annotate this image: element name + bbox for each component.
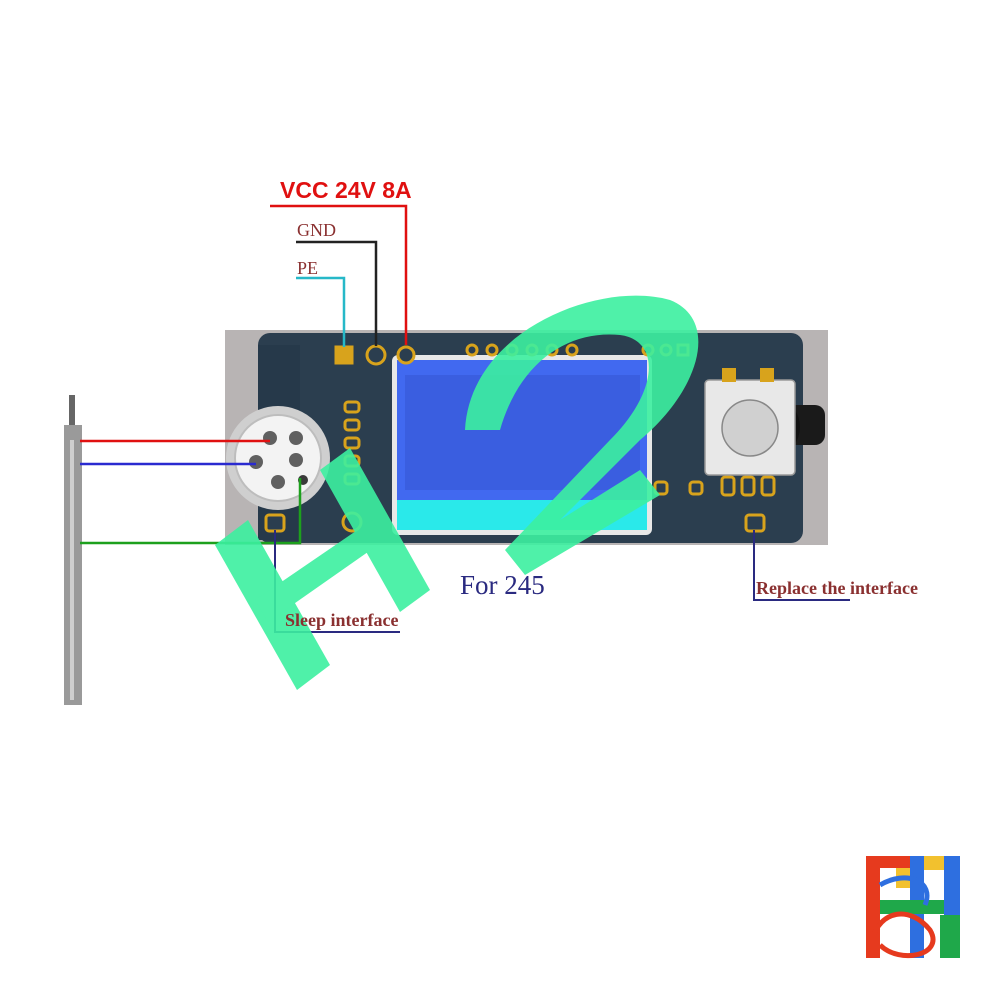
pe-wire (296, 276, 346, 347)
power-wires (270, 204, 408, 347)
iron-wires (80, 439, 302, 545)
rotary-encoder (704, 368, 796, 476)
iron-connector (226, 406, 330, 510)
gnd-label: GND (297, 220, 336, 240)
iron-wire-green (80, 478, 302, 545)
replace-leader (753, 530, 850, 601)
h2-watermark (215, 295, 699, 690)
replace-interface-label: Replace the interface (756, 578, 918, 598)
vcc-wire (270, 204, 408, 345)
vcc-label: VCC 24V 8A (280, 177, 412, 203)
gnd-wire (296, 240, 378, 346)
sleep-interface-label: Sleep interface (285, 610, 399, 630)
pe-label: PE (297, 258, 319, 278)
h2-logo (865, 855, 960, 960)
model-caption: For 245 (460, 570, 545, 600)
soldering-iron (64, 395, 82, 705)
